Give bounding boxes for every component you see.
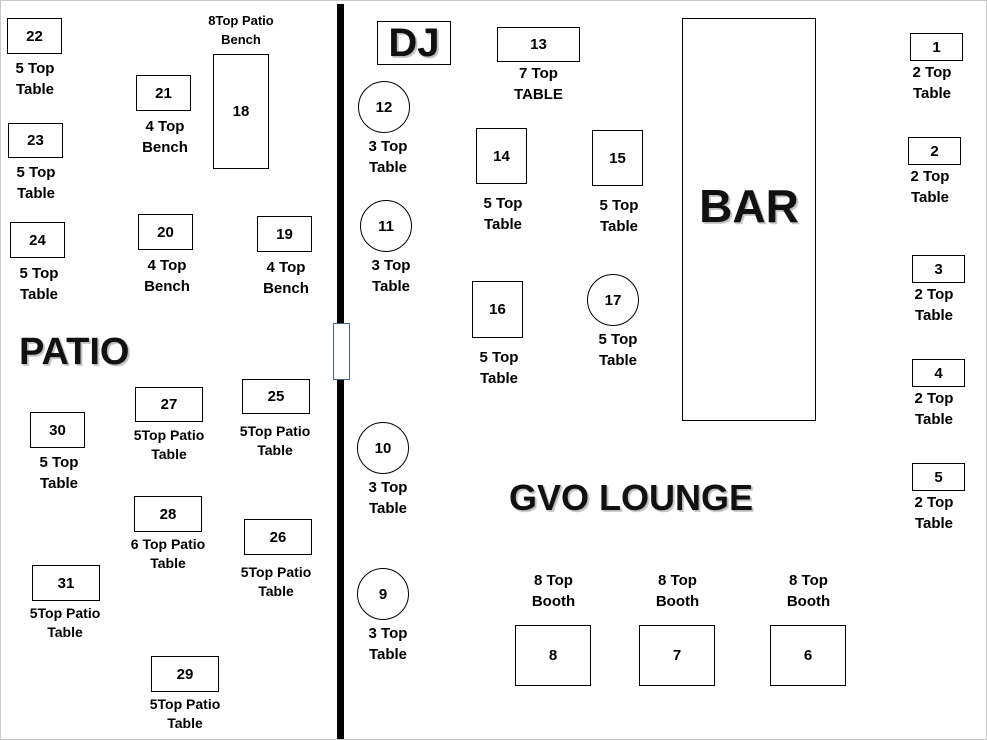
table-26-label: 5Top Patio Table bbox=[240, 564, 312, 599]
table-9[interactable]: 9 bbox=[357, 568, 409, 620]
table-7[interactable]: 7 bbox=[639, 625, 715, 686]
table-1-label: 2 Top Table bbox=[912, 64, 952, 102]
table-31-label: 5Top Patio Table bbox=[29, 605, 101, 640]
table-29-label: 5Top Patio Table bbox=[149, 696, 221, 731]
lounge-area-label: GVO LOUNGE bbox=[509, 477, 754, 518]
table-23[interactable]: 23 bbox=[8, 123, 63, 158]
table-8[interactable]: 8 bbox=[515, 625, 591, 686]
table-7-label: 8 Top Booth bbox=[655, 572, 700, 610]
patio-area-label: PATIO bbox=[19, 331, 130, 373]
table-15-label: 5 Top Table bbox=[599, 197, 639, 235]
table-3-label: 2 Top Table bbox=[914, 286, 954, 324]
table-18[interactable]: 18 bbox=[213, 54, 269, 169]
table-22-label: 5 Top Table bbox=[15, 60, 55, 98]
table-1[interactable]: 1 bbox=[910, 33, 963, 61]
table-28[interactable]: 28 bbox=[134, 496, 202, 532]
table-25[interactable]: 25 bbox=[242, 379, 310, 414]
table-13-label: 7 Top TABLE bbox=[514, 65, 563, 103]
table-2[interactable]: 2 bbox=[908, 137, 961, 165]
table-4-label: 2 Top Table bbox=[914, 390, 954, 428]
table-14-label: 5 Top Table bbox=[483, 195, 523, 233]
table-6-label: 8 Top Booth bbox=[786, 572, 831, 610]
table-2-label: 2 Top Table bbox=[910, 168, 950, 206]
table-25-label: 5Top Patio Table bbox=[239, 423, 311, 458]
table-27-label: 5Top Patio Table bbox=[133, 427, 205, 462]
table-17-label: 5 Top Table bbox=[598, 331, 638, 369]
table-20[interactable]: 20 bbox=[138, 214, 193, 250]
table-10-label: 3 Top Table bbox=[368, 479, 408, 517]
table-6[interactable]: 6 bbox=[770, 625, 846, 686]
table-24-label: 5 Top Table bbox=[19, 265, 59, 303]
table-14[interactable]: 14 bbox=[476, 128, 527, 184]
table-5-label: 2 Top Table bbox=[914, 494, 954, 532]
table-28-label: 6 Top Patio Table bbox=[130, 536, 206, 571]
table-22[interactable]: 22 bbox=[7, 18, 62, 54]
table-23-label: 5 Top Table bbox=[16, 164, 56, 202]
table-12-label: 3 Top Table bbox=[368, 138, 408, 176]
table-18-label: 8Top Patio Bench bbox=[208, 13, 274, 47]
dj-label: DJ bbox=[388, 21, 440, 65]
table-11[interactable]: 11 bbox=[360, 200, 412, 252]
bar-label: BAR bbox=[699, 180, 799, 232]
table-19-label: 4 Top Bench bbox=[263, 259, 309, 297]
table-13[interactable]: 13 bbox=[497, 27, 580, 62]
table-21[interactable]: 21 bbox=[136, 75, 191, 111]
table-3[interactable]: 3 bbox=[912, 255, 965, 283]
table-20-label: 4 Top Bench bbox=[144, 257, 190, 295]
patio-door[interactable] bbox=[333, 323, 350, 380]
table-21-label: 4 Top Bench bbox=[142, 118, 188, 156]
table-19[interactable]: 19 bbox=[257, 216, 312, 252]
table-17[interactable]: 17 bbox=[587, 274, 639, 326]
table-16-label: 5 Top Table bbox=[479, 349, 519, 387]
table-27[interactable]: 27 bbox=[135, 387, 203, 422]
table-4[interactable]: 4 bbox=[912, 359, 965, 387]
dj-booth[interactable]: DJ bbox=[377, 21, 451, 65]
table-8-label: 8 Top Booth bbox=[531, 572, 576, 610]
table-29[interactable]: 29 bbox=[151, 656, 219, 692]
table-5[interactable]: 5 bbox=[912, 463, 965, 491]
table-9-label: 3 Top Table bbox=[368, 625, 408, 663]
table-12[interactable]: 12 bbox=[358, 81, 410, 133]
table-10[interactable]: 10 bbox=[357, 422, 409, 474]
bar-counter[interactable]: BAR bbox=[682, 18, 816, 421]
table-11-label: 3 Top Table bbox=[371, 257, 411, 295]
table-31[interactable]: 31 bbox=[32, 565, 100, 601]
table-16[interactable]: 16 bbox=[472, 281, 523, 338]
table-24[interactable]: 24 bbox=[10, 222, 65, 258]
table-30-label: 5 Top Table bbox=[39, 454, 79, 492]
table-15[interactable]: 15 bbox=[592, 130, 643, 186]
table-30[interactable]: 30 bbox=[30, 412, 85, 448]
table-26[interactable]: 26 bbox=[244, 519, 312, 555]
